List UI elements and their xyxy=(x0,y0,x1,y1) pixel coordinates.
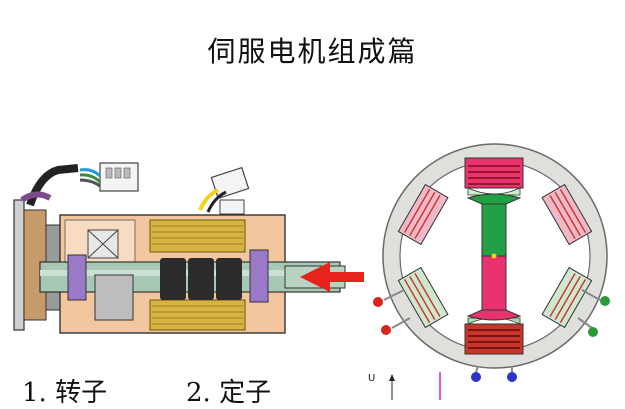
rotor-bar xyxy=(466,193,522,321)
cable-black xyxy=(26,164,79,207)
bearing-rear xyxy=(67,254,87,301)
stator-winding-top xyxy=(149,219,246,253)
caption-stator-number: 2. xyxy=(186,378,211,408)
connector-right xyxy=(210,166,250,200)
stator-pole-lower-left xyxy=(397,266,449,329)
page-title: 伺服电机组成篇 xyxy=(207,35,418,68)
terminal-red-2 xyxy=(381,317,411,335)
rotor-magnet-3 xyxy=(216,258,242,300)
stator-pole-upper-right xyxy=(541,183,593,246)
waveform-axis xyxy=(389,372,441,400)
motor-cutaway xyxy=(13,162,346,334)
stator-pole-upper-left xyxy=(397,183,449,246)
terminal-red-1 xyxy=(373,289,405,307)
bearing-front xyxy=(249,249,269,303)
stator-pole-top xyxy=(464,157,524,196)
terminal-blue-1 xyxy=(471,365,481,382)
caption-rotor-number: 1. xyxy=(22,378,47,408)
waveform-axis-label: U xyxy=(368,373,376,384)
caption-rotor: 1. 转子 xyxy=(22,372,107,409)
terminal-blue-2 xyxy=(507,366,517,382)
terminal-green-2 xyxy=(577,317,598,337)
caption-rotor-text: 转子 xyxy=(55,378,108,408)
terminal-green-1 xyxy=(581,289,610,306)
motor-cross-section xyxy=(373,143,610,382)
caption-stator: 2. 定子 xyxy=(186,372,271,409)
rotor-magnet-1 xyxy=(160,258,186,300)
caption-stator-text: 定子 xyxy=(219,378,272,408)
stator-winding-bottom xyxy=(149,299,246,331)
stator-pole-lower-right xyxy=(541,266,593,329)
rotor-magnet-2 xyxy=(188,258,214,300)
encoder-bracket xyxy=(13,199,25,331)
diagram-canvas xyxy=(13,143,610,400)
indicator-arrow xyxy=(300,262,364,292)
